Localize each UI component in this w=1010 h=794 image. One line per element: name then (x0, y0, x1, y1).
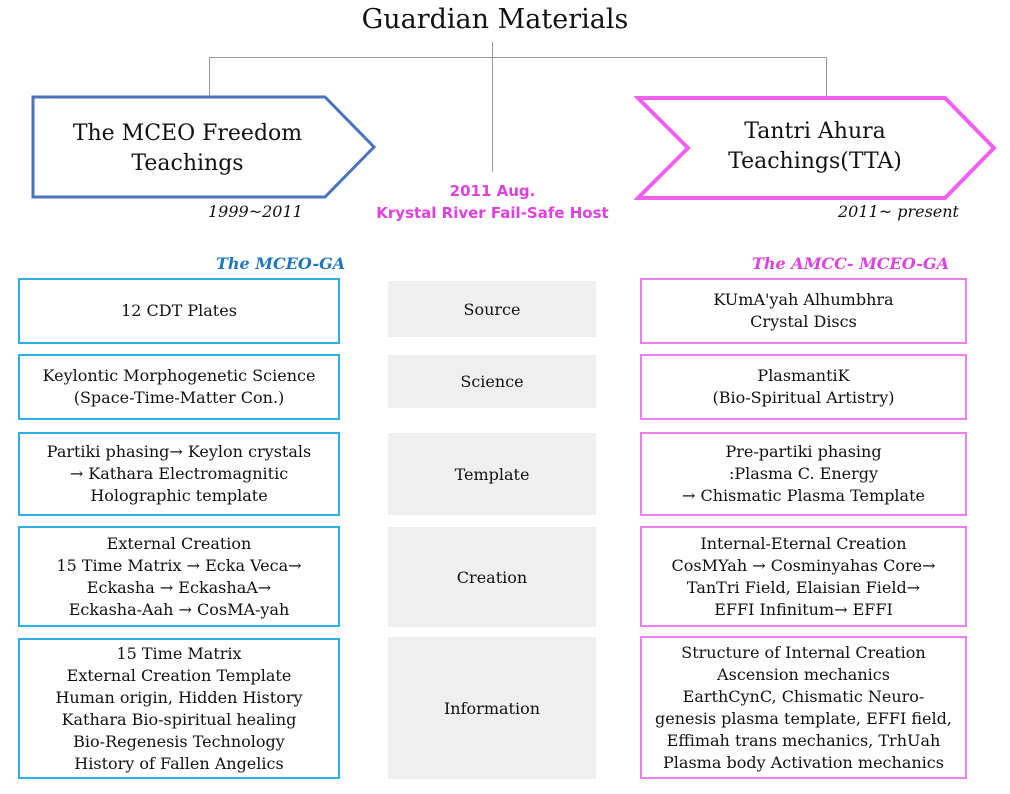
right-box-line: EFFI Infinitum→ EFFI (714, 599, 893, 619)
center-note-line1: 2011 Aug. (449, 182, 536, 200)
left-box-line: 15 Time Matrix → Ecka Veca→ (56, 555, 302, 575)
left-org-label: The MCEO-GA (216, 254, 346, 273)
right-box-science: PlasmantiK (Bio-Spiritual Artistry) (640, 354, 967, 420)
connector-horizontal (209, 57, 827, 58)
left-box-line: 15 Time Matrix (116, 643, 242, 663)
left-box-line: Eckasha-Aah → CosMA-yah (68, 599, 290, 619)
right-box-line: Plasma body Activation mechanics (663, 752, 944, 772)
left-box-line: Partiki phasing→ Keylon crystals (46, 442, 312, 461)
category-creation: Creation (388, 527, 596, 627)
left-box-information: 15 Time Matrix External Creation Templat… (18, 638, 340, 779)
left-header-arrow-shape (31, 95, 377, 199)
connector-center (492, 42, 493, 172)
right-box-line: Ascension mechanics (717, 664, 890, 684)
right-box-line: Pre-partiki phasing (725, 442, 882, 461)
right-box-line: KUmA'yah Alhumbhra (713, 290, 894, 309)
right-box-line: EarthCynC, Chismatic Neuro- (682, 686, 925, 706)
category-science: Science (388, 355, 596, 408)
left-box-line: History of Fallen Angelics (74, 753, 284, 773)
left-box-line: Human origin, Hidden History (55, 687, 303, 707)
right-box-creation: Internal-Eternal Creation CosMYah → Cosm… (640, 526, 967, 627)
right-header-line: Teachings(TTA) (728, 149, 902, 174)
right-years: 2011~ present (838, 202, 959, 221)
left-header-title: The MCEO Freedom Teachings (40, 119, 335, 179)
left-box-line: Holographic template (90, 486, 268, 505)
right-box-line: → Chismatic Plasma Template (682, 486, 925, 505)
center-note-line2: Krystal River Fail-Safe Host (376, 204, 609, 222)
right-org-label: The AMCC- MCEO-GA (752, 254, 949, 273)
right-header-title: Tantri Ahura Teachings(TTA) (690, 117, 940, 177)
left-box-line: Bio-Regenesis Technology (73, 731, 285, 751)
right-box-line: TanTri Field, Elaisian Field→ (686, 577, 921, 597)
left-box-line: External Creation (106, 533, 252, 553)
category-source: Source (388, 281, 596, 337)
right-box-template: Pre-partiki phasing :Plasma C. Energy → … (640, 432, 967, 516)
right-box-line: (Bio-Spiritual Artistry) (712, 388, 895, 407)
category-information: Information (388, 637, 596, 779)
left-years: 1999~2011 (208, 202, 303, 221)
left-box-line: External Creation Template (66, 665, 292, 685)
right-box-line: genesis plasma template, EFFI field, (655, 708, 952, 728)
left-box-line: Kathara Bio-spiritual healing (61, 709, 297, 729)
right-box-line: CosMYah → Cosminyahas Core→ (671, 555, 936, 575)
right-box-line: Structure of Internal Creation (681, 642, 926, 662)
left-header-line: The MCEO Freedom (72, 121, 303, 146)
right-header-line: Tantri Ahura (744, 119, 886, 144)
left-box-line: → Kathara Electromagnitic (69, 464, 289, 483)
left-box-source: 12 CDT Plates (18, 278, 340, 344)
right-box-line: Effimah trans mechanics, TrhUah (666, 730, 941, 750)
left-box-line: Keylontic Morphogenetic Science (42, 366, 316, 385)
right-header-arrow-shape (634, 96, 997, 200)
left-header-line: Teachings (131, 151, 244, 176)
right-box-line: :Plasma C. Energy (728, 464, 879, 483)
right-box-line: PlasmantiK (757, 366, 850, 385)
left-box-science: Keylontic Morphogenetic Science (Space-T… (18, 354, 340, 420)
right-box-source: KUmA'yah Alhumbhra Crystal Discs (640, 278, 967, 344)
connector-left (209, 57, 210, 97)
category-template: Template (388, 433, 596, 515)
diagram-title: Guardian Materials (361, 4, 629, 35)
left-box-creation: External Creation 15 Time Matrix → Ecka … (18, 526, 340, 627)
right-box-line: Crystal Discs (750, 312, 857, 331)
left-box-line: 12 CDT Plates (121, 301, 237, 320)
right-box-line: Internal-Eternal Creation (700, 533, 907, 553)
center-note: 2011 Aug. Krystal River Fail-Safe Host (370, 180, 615, 224)
left-box-template: Partiki phasing→ Keylon crystals → Katha… (18, 432, 340, 516)
left-box-line: (Space-Time-Matter Con.) (73, 388, 285, 407)
left-box-line: Eckasha → EckashaA→ (86, 577, 272, 597)
right-box-information: Structure of Internal Creation Ascension… (640, 636, 967, 779)
connector-right (826, 57, 827, 97)
